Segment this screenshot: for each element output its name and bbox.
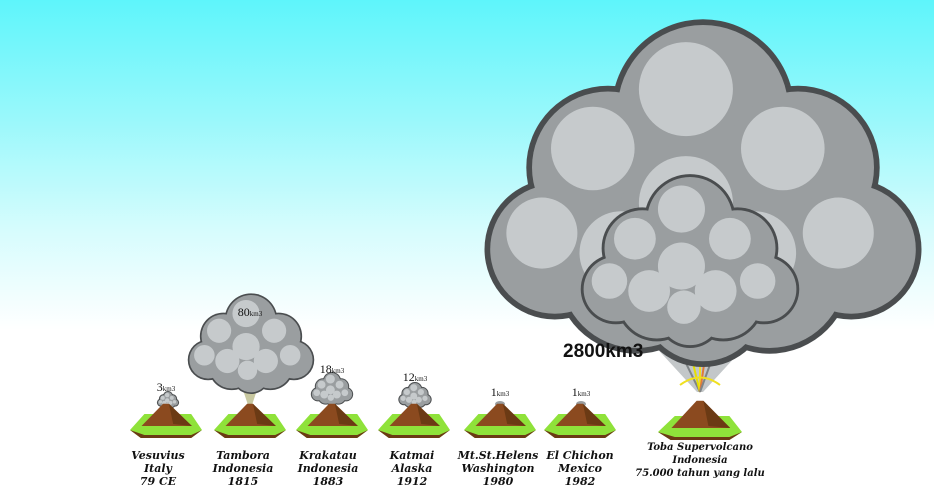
volume-label-el-chichon: 1km3 xyxy=(571,385,591,399)
volume-label-katmai: 12km3 xyxy=(402,370,428,384)
tambora-volcano xyxy=(214,403,286,438)
volume-label-tambora: 80km3 xyxy=(237,305,263,319)
volume-label-st-helens: 1km3 xyxy=(490,385,510,399)
volume-label-toba: 2800km3 xyxy=(563,341,644,362)
tambora-ash-cloud xyxy=(187,293,315,394)
el-chichon-volcano xyxy=(544,403,616,438)
krakatau-ash-cloud xyxy=(310,372,354,406)
volume-label-krakatau: 18km3 xyxy=(319,362,345,376)
st-helens-volcano xyxy=(464,403,536,438)
katmai-volcano xyxy=(378,403,450,438)
volume-label-vesuvius: 3km3 xyxy=(156,380,176,394)
krakatau-volcano xyxy=(296,403,368,438)
toba-front-ash-cloud xyxy=(580,174,800,348)
vesuvius-volcano xyxy=(130,403,202,438)
toba-volcano xyxy=(658,400,742,440)
